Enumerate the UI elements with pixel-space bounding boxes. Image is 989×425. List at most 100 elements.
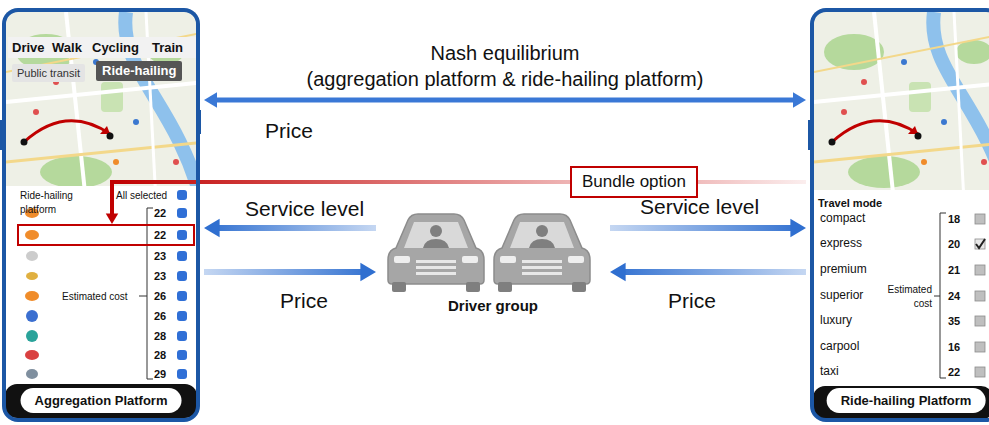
label-text: luxury (820, 313, 852, 327)
blue-checkbox-part (177, 208, 187, 218)
label-text: Public transit (12, 64, 85, 82)
highlight-row: 22 (17, 224, 195, 246)
label-text: 26 (154, 289, 166, 303)
label-text: express (820, 236, 862, 250)
edge-label: Service level (245, 196, 364, 222)
blue-checkbox-part (177, 230, 187, 240)
bracket-part (139, 208, 153, 379)
node-text: Ride-hailing Platform (827, 388, 986, 413)
label-text: 23 (154, 269, 166, 283)
arrow-head (790, 219, 806, 238)
platform-icons-part (26, 251, 38, 261)
grey-checkbox-part (975, 239, 985, 249)
label-text: Drive (12, 41, 45, 55)
arrow-head (204, 219, 220, 238)
label-text: Cycling (92, 41, 139, 55)
bundle-price-fade (680, 180, 806, 184)
label-text: compact (820, 211, 865, 225)
right-phone-screen-part (813, 386, 989, 420)
label-text: superior (820, 288, 863, 302)
connector (110, 180, 114, 215)
connector (625, 269, 806, 275)
connector (216, 98, 794, 103)
label-text: 26 (154, 309, 166, 323)
arrow-head (610, 263, 626, 282)
label-text: 16 (948, 340, 960, 354)
label-text: Walk (52, 41, 82, 55)
left-phone-screen-part (8, 37, 196, 58)
label-text: Train (152, 41, 183, 55)
label-text: 24 (948, 289, 960, 303)
connector (219, 225, 376, 231)
label-text: 21 (948, 263, 960, 277)
blue-checkbox-part (177, 350, 187, 360)
blue-checkbox-part (177, 251, 187, 261)
label-text: Estimated cost (880, 283, 932, 311)
blue-checkbox-part (177, 369, 187, 379)
grey-checkbox-part (975, 316, 985, 326)
blue-checkbox (177, 190, 187, 379)
label-text: All selected (116, 189, 167, 203)
node-text: Bundle option (582, 172, 686, 191)
label-text: 29 (154, 367, 166, 381)
grey-checkbox-part (975, 214, 985, 224)
label-text: 35 (948, 314, 960, 328)
driver-cars-part (388, 214, 484, 292)
platform-icons-part (26, 310, 38, 322)
grey-checkbox-part (975, 342, 985, 352)
label-text: taxi (820, 364, 839, 378)
label-text: 20 (948, 237, 960, 251)
left-phone-screen-part (6, 12, 206, 202)
platform-icons-part (25, 350, 39, 360)
spacer (270, 40, 395, 66)
edge-label: Price (265, 118, 313, 144)
grey-checkbox (975, 214, 985, 377)
label-text: 28 (154, 348, 166, 362)
driver-cars-part (494, 214, 590, 292)
right-phone-screen-part (814, 12, 989, 202)
blue-checkbox-part (177, 331, 187, 341)
driver-cars (388, 214, 590, 292)
grey-checkbox-part (975, 265, 985, 275)
driver-group: Driver group (378, 200, 608, 316)
label-text: 28 (154, 329, 166, 343)
label-text: 23 (154, 249, 166, 263)
left-phone-screen-part-part (6, 12, 206, 202)
edge-label: Nash equilibrium (aggregation platform &… (270, 40, 740, 92)
platform-icons-part (25, 230, 39, 240)
blue-checkbox-part (177, 291, 187, 301)
right-phone-screen (808, 12, 989, 420)
bracket (139, 208, 946, 379)
right-phone-screen-part-part (814, 12, 989, 202)
spacer (615, 40, 740, 66)
node-text: Aggregation Platform (21, 388, 182, 413)
label-text: Ride-hailing (96, 61, 182, 81)
grey-checkbox-part (975, 291, 985, 301)
blue-checkbox-part (177, 311, 187, 321)
platform-icons-part (26, 330, 38, 342)
label-text: Ride-hailing platform (20, 189, 100, 217)
arrow-head (793, 92, 806, 108)
bracket-part (934, 213, 946, 378)
edge-label: Price (280, 288, 328, 314)
arrow-head (360, 263, 376, 282)
connector (204, 269, 361, 275)
platform-icons-part (26, 369, 38, 379)
node-text: 22 (154, 228, 166, 242)
check-mark (976, 239, 985, 248)
label-text: 22 (154, 206, 166, 220)
grey-checkbox-part (975, 367, 985, 377)
arrow-head (204, 92, 217, 108)
left-phone-screen-part (5, 384, 197, 418)
edge-label: Price (668, 288, 716, 314)
platform-icons-part (25, 291, 39, 301)
blue-checkbox-part (177, 190, 187, 200)
bundle-box: Bundle option (570, 166, 698, 198)
label-text: 22 (948, 365, 960, 379)
label-text: 18 (948, 212, 960, 226)
platform-icons (25, 208, 39, 379)
connector (610, 225, 791, 231)
edge-label: Service level (640, 194, 759, 220)
label-text: premium (820, 262, 867, 276)
label-text: Estimated cost (62, 290, 128, 304)
